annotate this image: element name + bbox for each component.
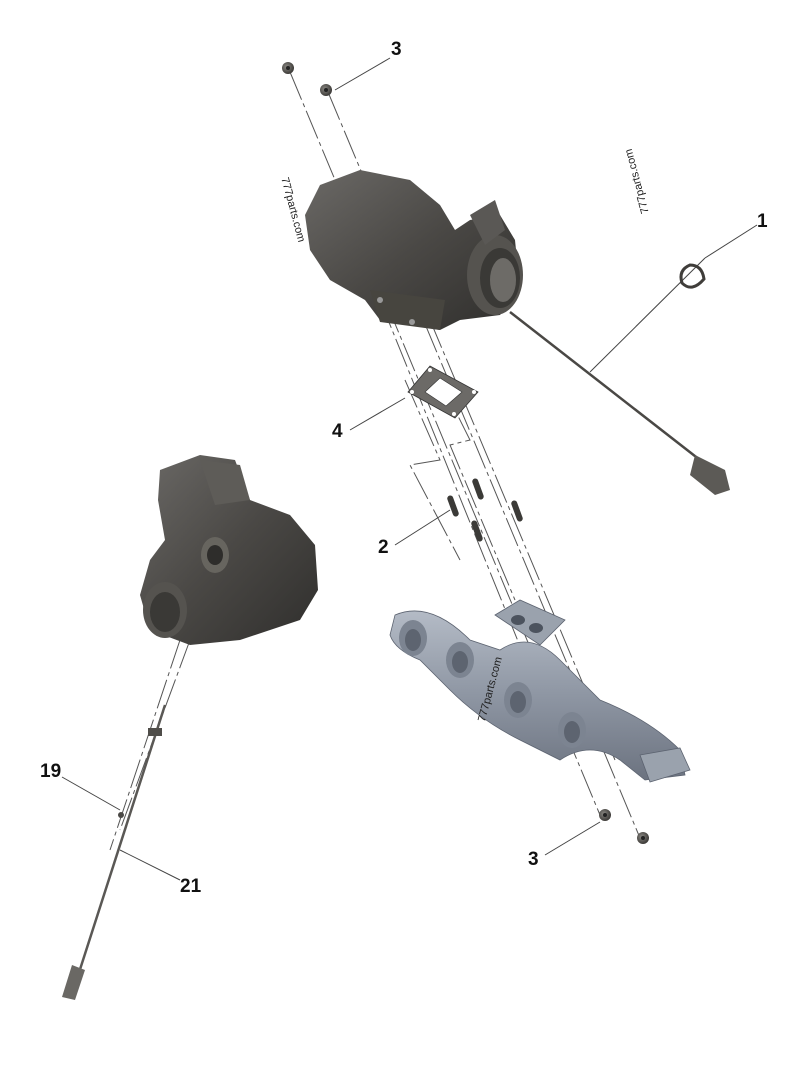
nut-top-right [320,84,332,96]
callout-3-bottom: 3 [528,849,539,870]
turbocharger-upper [305,170,523,330]
callout-4: 4 [332,421,343,442]
callout-3-top: 3 [391,39,402,60]
sensor-cable-right [509,263,730,495]
studs [447,478,523,542]
callout-1: 1 [757,211,768,232]
nut-top-left [282,62,294,74]
turbocharger-left [140,455,318,645]
gasket [407,365,479,419]
exhaust-manifold [389,599,691,783]
leader-lines [61,57,758,881]
callout-19: 19 [40,761,62,782]
sensor-cable-left [62,704,167,1000]
callout-2: 2 [378,537,389,558]
callout-21: 21 [180,876,202,897]
nut-bottom-right [637,832,649,844]
nut-bottom-left [599,809,611,821]
